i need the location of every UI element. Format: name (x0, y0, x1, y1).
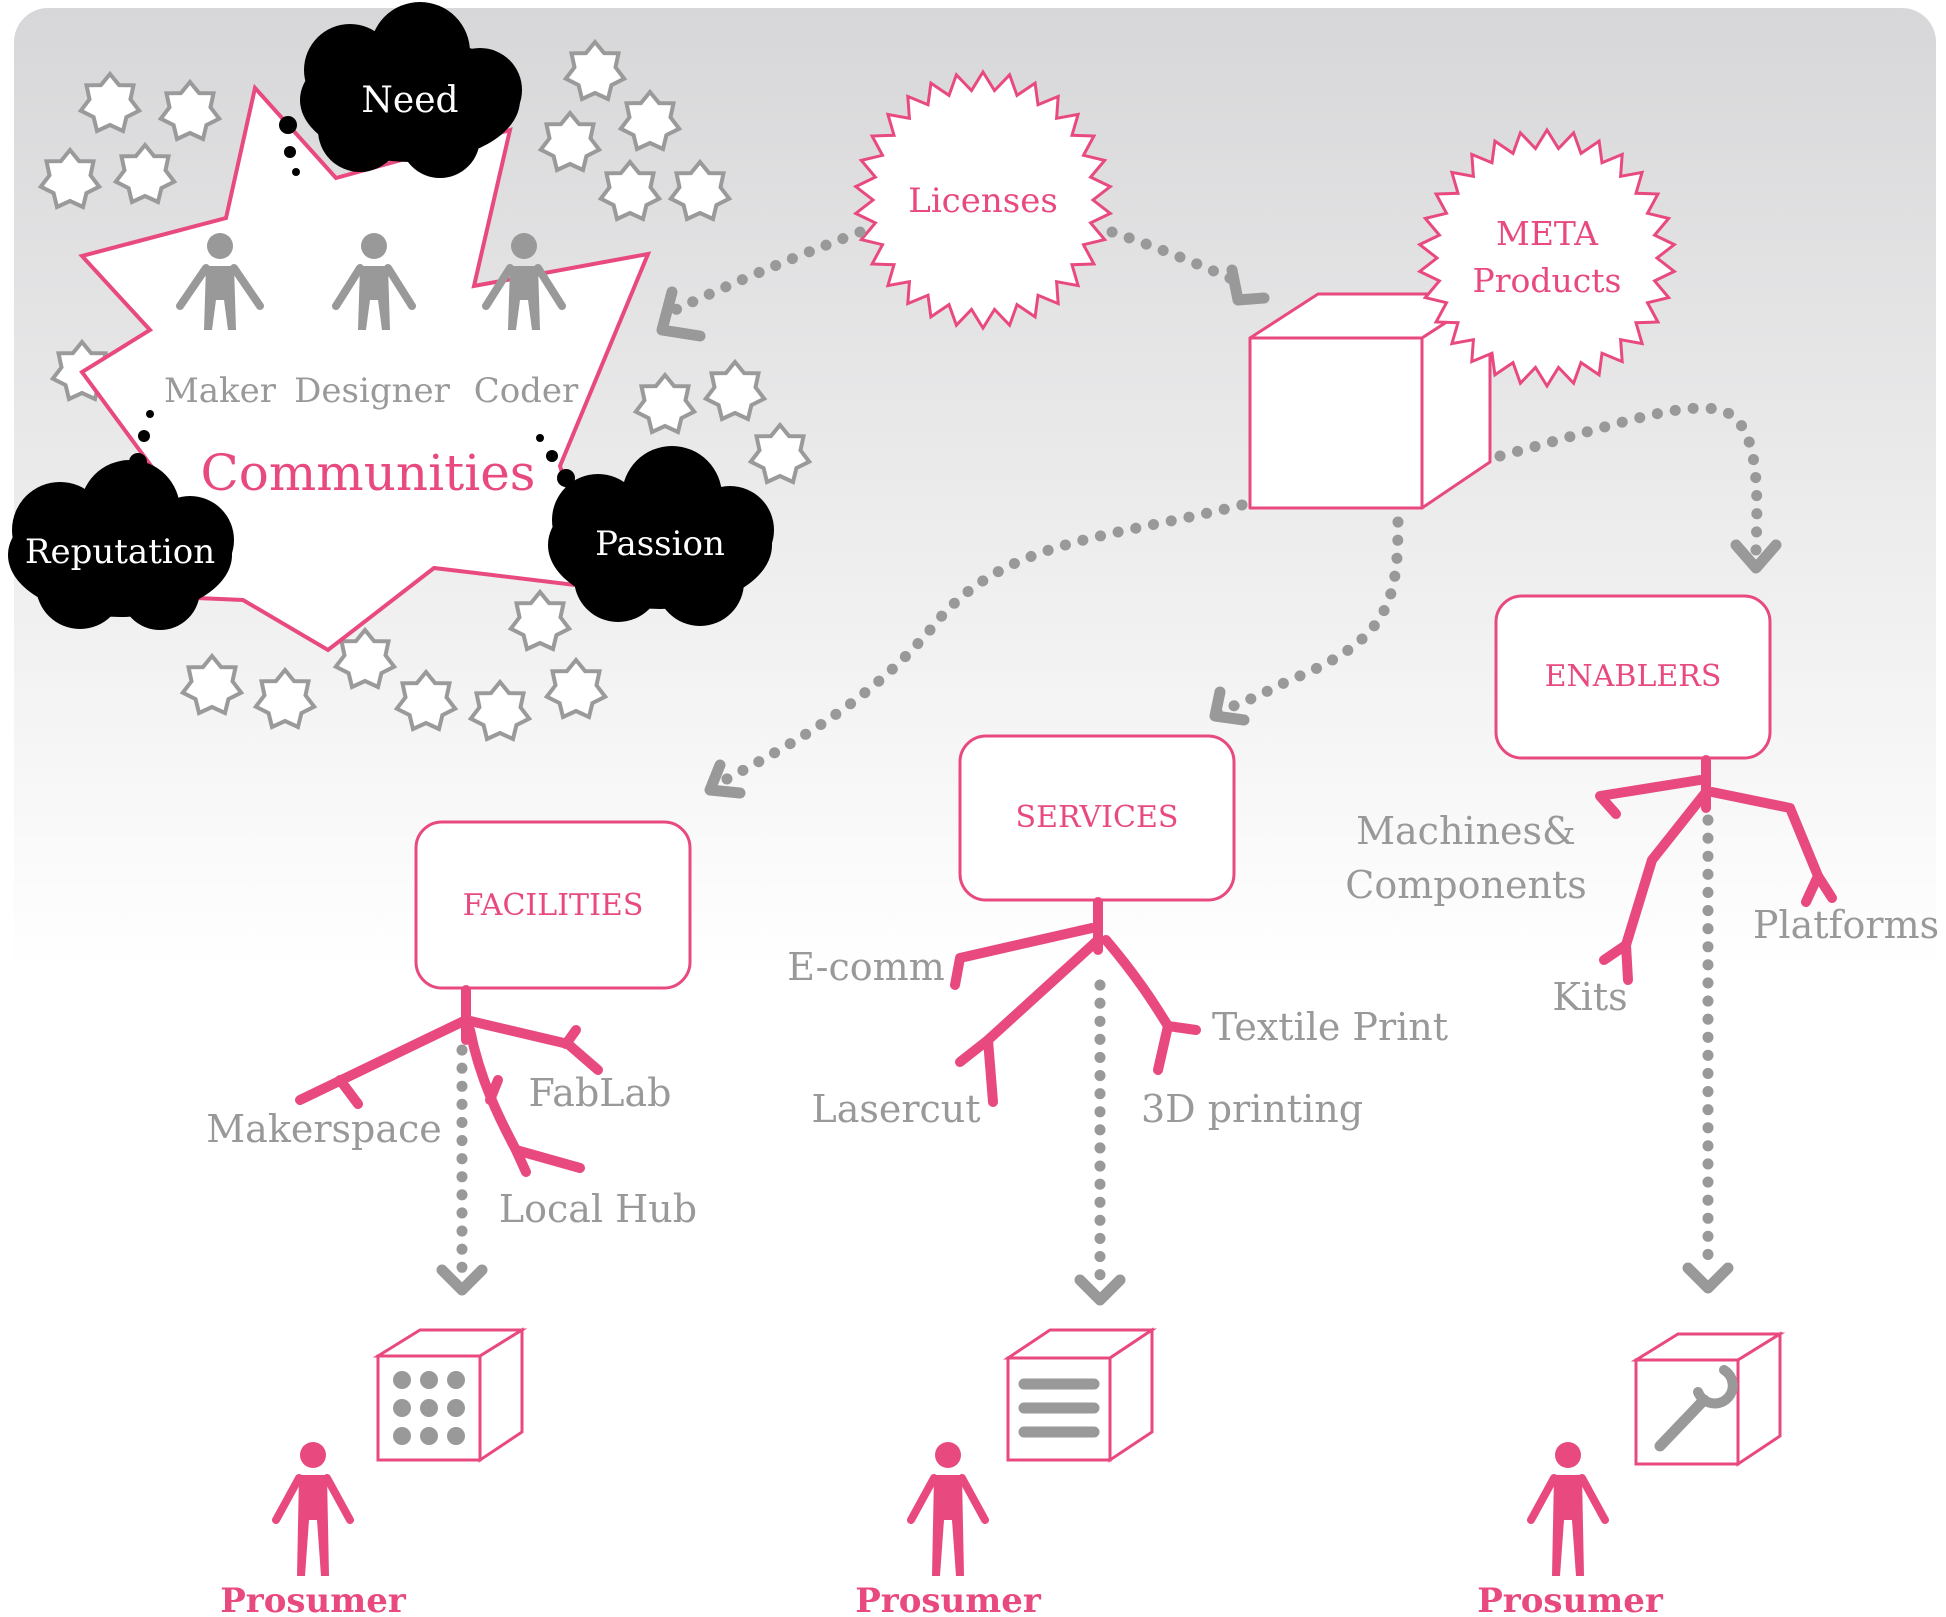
starburst-icon (179, 652, 245, 716)
enablers-branches (1595, 755, 1837, 985)
cube-icon (1248, 292, 1492, 510)
communities-title: Communities (201, 444, 536, 502)
cloud-icon (300, 2, 522, 178)
branch-label-local-hub: Local Hub (499, 1187, 697, 1231)
person-icon (482, 233, 566, 330)
person-icon (176, 233, 264, 330)
starburst-icon (393, 668, 459, 732)
starburst-icon (617, 88, 683, 152)
enablers-label: ENABLERS (1545, 659, 1722, 694)
person-icon (332, 233, 416, 330)
meta-label-line2: Products (1473, 261, 1622, 300)
cloud-passion-label: Passion (595, 524, 725, 564)
starburst-icon (747, 421, 813, 485)
starburst-icon (507, 588, 573, 652)
meta-products-starburst (1416, 127, 1678, 389)
branch-label-kits: Kits (1552, 975, 1627, 1019)
facilities-label: FACILITIES (463, 888, 644, 923)
meta-label-line1: META (1496, 214, 1599, 253)
person-icon (1527, 1442, 1609, 1576)
person-icon (272, 1442, 354, 1576)
starburst-icon (562, 38, 628, 102)
starburst-icon (467, 678, 533, 742)
starburst-icon (77, 70, 143, 134)
branch-label-textile-print: Textile Print (1212, 1005, 1448, 1049)
branch-label-makerspace: Makerspace (206, 1107, 442, 1151)
starburst-icon (702, 358, 768, 422)
starburst-icon (543, 656, 609, 720)
starburst-icon (632, 371, 698, 435)
starburst-icon (667, 158, 733, 222)
starburst-icon (537, 109, 603, 173)
licenses-starburst (852, 69, 1114, 331)
wrench-icon (1654, 1365, 1738, 1452)
starburst-icon (157, 78, 223, 142)
starburst-icon (112, 141, 178, 205)
role-label-designer: Designer (294, 371, 450, 411)
person-icon (907, 1442, 989, 1576)
dots-grid-icon (393, 1371, 465, 1445)
starburst-icon (252, 666, 318, 730)
licenses-label: Licenses (908, 181, 1058, 221)
starburst-icon (37, 146, 103, 210)
communities-star (78, 83, 652, 653)
arrow-heads (436, 264, 1782, 1306)
starburst-icon (332, 626, 398, 690)
branch-label-3d-printing: 3D printing (1141, 1087, 1363, 1131)
branch-label-lasercut: Lasercut (811, 1087, 980, 1131)
prosumer-label-facilities: Prosumer (220, 1581, 407, 1617)
prosumer-label-services: Prosumer (855, 1581, 1042, 1617)
branch-label-platforms: Platforms (1753, 903, 1939, 947)
facilities-branches (295, 985, 603, 1177)
services-label: SERVICES (1016, 800, 1179, 835)
cloud-need-label: Need (361, 80, 458, 121)
branch-label-fablab: FabLab (529, 1071, 672, 1115)
branch-label-machines: Machines& (1356, 809, 1576, 853)
lines-icon (1018, 1378, 1100, 1438)
facilities-box (414, 820, 692, 990)
dotted-arrows (456, 226, 1763, 1286)
cloud-icon (8, 460, 234, 630)
prosumer-label-enablers: Prosumer (1477, 1581, 1664, 1617)
starburst-icon (597, 158, 663, 222)
enablers-box (1494, 594, 1772, 760)
cube-icon (1003, 1327, 1157, 1463)
services-branches (950, 897, 1201, 1107)
role-label-coder: Coder (474, 371, 579, 411)
cloud-reputation-label: Reputation (25, 532, 215, 572)
branch-label-components: Components (1345, 863, 1586, 907)
cloud-icon (548, 446, 774, 626)
branch-label-e-comm: E-comm (787, 945, 945, 989)
role-label-maker: Maker (164, 371, 277, 411)
